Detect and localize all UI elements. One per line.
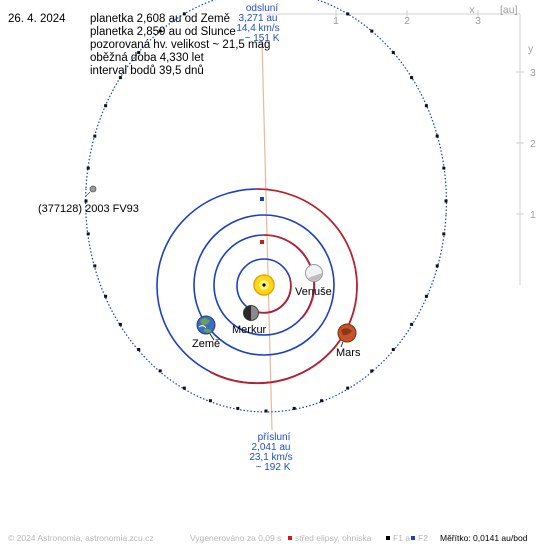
orbit-point <box>158 29 162 33</box>
scale-label: Měřítko: 0,0141 au/bod <box>440 533 528 543</box>
earth-icon <box>196 315 216 341</box>
orbit-point <box>86 232 90 236</box>
venus-orbit-red <box>263 234 316 319</box>
orbit-point <box>158 369 162 373</box>
asteroid-orbit <box>84 0 448 413</box>
orbit-point <box>320 399 324 403</box>
orbit-point <box>370 29 374 33</box>
aphelion-labels: odsluní 3,271 au 14,4 km/s ~ 151 K <box>236 3 279 44</box>
orbit-point <box>137 51 141 54</box>
legend-center-marker <box>288 536 292 540</box>
legend-center-label: střed elipsy, ohniska <box>295 533 372 543</box>
date-label: 26. 4. 2024 <box>8 13 66 25</box>
orbit-point <box>86 166 90 170</box>
mercury-icon <box>243 305 259 321</box>
info-line-3: pozorovaná hv. velikost ~ 21,5 mag <box>90 39 270 51</box>
orbit-point <box>346 12 350 16</box>
orbit-point <box>264 409 268 413</box>
legend-f1-label: F1 a <box>393 533 410 543</box>
x-tick-label-2: 2 <box>404 15 410 27</box>
perihelion-temp: ~ 192 K <box>256 462 291 473</box>
asteroid-orbit-lower <box>85 187 447 413</box>
orbit-point <box>346 386 350 390</box>
ellipse-center-marker <box>260 240 264 244</box>
orbit-point <box>391 51 395 54</box>
legend-f2-label: F2 <box>418 533 428 543</box>
aphelion-distance: 3,271 au <box>239 13 278 24</box>
info-line-4: oběžná doba 4,330 let <box>90 52 205 64</box>
aphelion-speed: 14,4 km/s <box>236 23 279 34</box>
orbit-point <box>93 134 97 138</box>
y-tick-label-2: 2 <box>530 138 536 150</box>
orbit-point <box>435 264 439 268</box>
footer-copyright: © 2024 Astronomia, astronomia.zcu.cz <box>8 533 154 543</box>
info-line-2: planetka 2,859 au od Slunce <box>90 26 236 38</box>
orbit-point <box>137 348 141 351</box>
mercury-orbit-red <box>257 278 292 314</box>
perihelion-speed: 23,1 km/s <box>249 452 292 463</box>
orbit-point <box>292 406 296 410</box>
x-tick-label-1: 1 <box>333 15 339 27</box>
orbit-point <box>118 322 122 326</box>
orbit-point <box>182 386 186 390</box>
info-line-1: planetka 2,608 au od Země <box>90 13 230 25</box>
aphelion-title: odsluní <box>246 3 278 14</box>
aphelion-temp: ~ 151 K <box>245 33 280 44</box>
axes: 1 2 3 x [au] 3 2 1 y <box>265 4 536 285</box>
footer: © 2024 Astronomia, astronomia.zcu.cz Vyg… <box>8 533 528 543</box>
perihelion-title: přísluní <box>258 432 291 443</box>
mars-orbit-red-lower <box>209 285 358 385</box>
x-tick-label-3: 3 <box>475 15 481 27</box>
asteroid-icon <box>85 185 97 197</box>
orbit-point-markers <box>84 12 448 413</box>
footer-generated: Vygenerováno za 0,09 s <box>190 533 281 543</box>
orbit-point <box>442 166 446 170</box>
earth-orbit <box>193 214 335 356</box>
info-line-5: interval bodů 39,5 dnů <box>90 65 204 77</box>
perihelion-labels: přísluní 2,041 au 23,1 km/s ~ 192 K <box>249 432 292 473</box>
orbit-point <box>118 76 122 80</box>
orbit-point <box>104 104 108 108</box>
asteroid-name: (377128) 2003 FV93 <box>38 203 139 215</box>
orbit-point <box>182 12 186 16</box>
y-tick-label-3: 3 <box>530 67 536 79</box>
venus-icon <box>305 264 323 282</box>
y-axis-label: y <box>528 43 534 55</box>
orbit-point <box>236 406 240 410</box>
earth-label: Země <box>192 338 220 350</box>
venus-label: Venuše <box>295 286 332 298</box>
orbit-point <box>435 134 439 138</box>
orbit-point <box>84 199 88 203</box>
sun-icon <box>253 274 275 296</box>
planet-orbits <box>156 188 358 385</box>
unit-label: [au] <box>500 4 518 16</box>
orbit-point <box>410 76 414 80</box>
legend-f2-marker <box>411 536 415 540</box>
orbit-point <box>391 348 395 351</box>
y-tick-label-1: 1 <box>530 209 536 221</box>
mars-label: Mars <box>336 347 361 359</box>
perihelion-distance: 2,041 au <box>252 442 291 453</box>
x-axis-label: x <box>469 4 475 16</box>
mercury-label: Merkur <box>232 324 267 336</box>
orbit-point <box>104 294 108 298</box>
orbit-point <box>370 369 374 373</box>
orbit-point <box>93 264 97 268</box>
mars-icon <box>337 323 357 348</box>
legend-f1-marker <box>386 536 390 540</box>
orbit-point <box>442 232 446 236</box>
orbit-point <box>424 294 428 298</box>
orbit-point <box>424 104 428 108</box>
orbit-point <box>208 399 212 403</box>
orbit-point <box>444 199 448 203</box>
orbit-point <box>410 322 414 326</box>
mars-orbit-red <box>256 188 358 287</box>
ellipse-focus-marker <box>260 197 264 201</box>
